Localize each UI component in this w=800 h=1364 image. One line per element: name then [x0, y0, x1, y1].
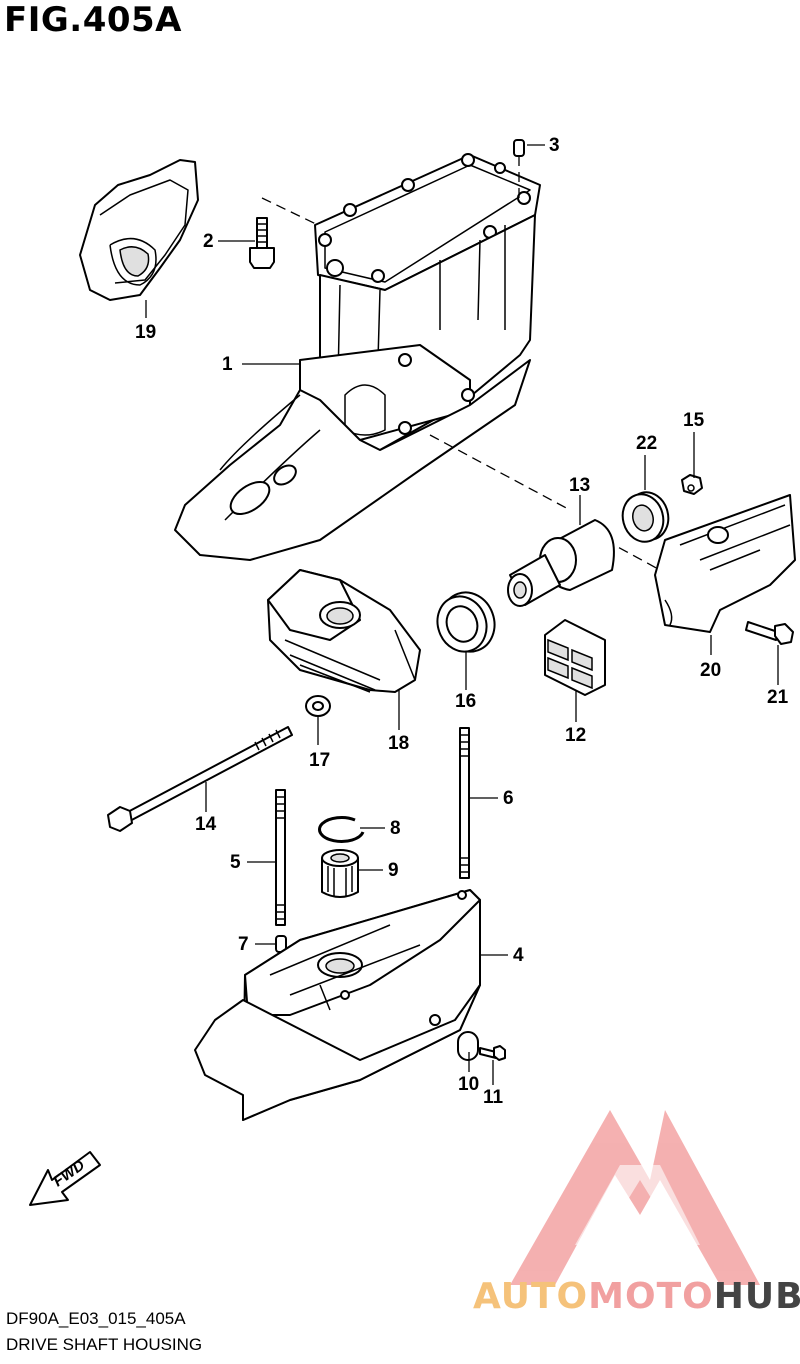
part-14-long-bolt	[107, 726, 293, 832]
callout-13: 13	[569, 475, 591, 496]
part-5-stud	[275, 789, 286, 926]
part-11-bolt	[479, 1045, 506, 1061]
part-17-washer	[305, 695, 331, 717]
callout-9: 9	[388, 860, 399, 881]
callout-22: 22	[636, 433, 658, 454]
callout-11: 11	[483, 1087, 504, 1108]
part-12-rubber-block	[544, 619, 606, 696]
part-6-stud	[459, 727, 470, 879]
callout-16: 16	[455, 691, 477, 712]
callout-5: 5	[230, 852, 241, 873]
part-21-bolt	[745, 621, 794, 645]
part-9-bushing	[321, 849, 359, 898]
callout-20: 20	[700, 660, 722, 681]
watermark-logo	[510, 1110, 760, 1285]
callout-19: 19	[135, 322, 157, 343]
guide-line-mount	[429, 434, 571, 511]
watermark-moto: MOTO	[588, 1276, 714, 1317]
part-13-rubber-mount	[507, 519, 615, 607]
fwd-arrow-icon	[29, 1151, 101, 1206]
guide-line-bolt	[261, 197, 319, 226]
watermark-text: AUTOMOTOHUB	[473, 1276, 800, 1317]
callout-1: 1	[222, 354, 233, 375]
part-19-guide-plate	[79, 159, 199, 301]
part-20-cover	[654, 494, 796, 633]
callout-2: 2	[203, 231, 214, 252]
part-8-circlip	[318, 815, 365, 843]
figure-description: DRIVE SHAFT HOUSING	[6, 1335, 203, 1354]
figure-code: DF90A_E03_015_405A	[6, 1309, 186, 1328]
part-4-lower-housing	[194, 889, 481, 1121]
guide-line-mount-2	[604, 539, 661, 571]
callout-21: 21	[767, 687, 789, 708]
leader-lines	[145, 144, 779, 1085]
part-15-nut	[681, 474, 703, 495]
part-1-drive-shaft-housing	[174, 153, 541, 561]
callout-17: 17	[309, 750, 331, 771]
part-22-seal	[621, 491, 670, 543]
callout-14: 14	[195, 814, 217, 835]
callout-8: 8	[390, 818, 401, 839]
part-16-seal-ring	[436, 591, 496, 653]
figure-title: FIG.405A	[4, 0, 182, 40]
part-2-bolt	[249, 217, 275, 269]
part-3-pin	[513, 139, 525, 157]
callout-7: 7	[238, 934, 249, 955]
watermark-hub: HUB	[713, 1276, 800, 1317]
callout-6: 6	[503, 788, 514, 809]
part-10-collar	[457, 1031, 479, 1061]
callout-18: 18	[388, 733, 410, 754]
callout-15: 15	[683, 410, 705, 431]
callout-10: 10	[458, 1074, 480, 1095]
part-18-mount-bracket	[267, 569, 421, 693]
callout-3: 3	[549, 135, 560, 156]
watermark-auto: AUTO	[473, 1276, 589, 1317]
callout-12: 12	[565, 725, 587, 746]
callout-4: 4	[513, 945, 524, 966]
